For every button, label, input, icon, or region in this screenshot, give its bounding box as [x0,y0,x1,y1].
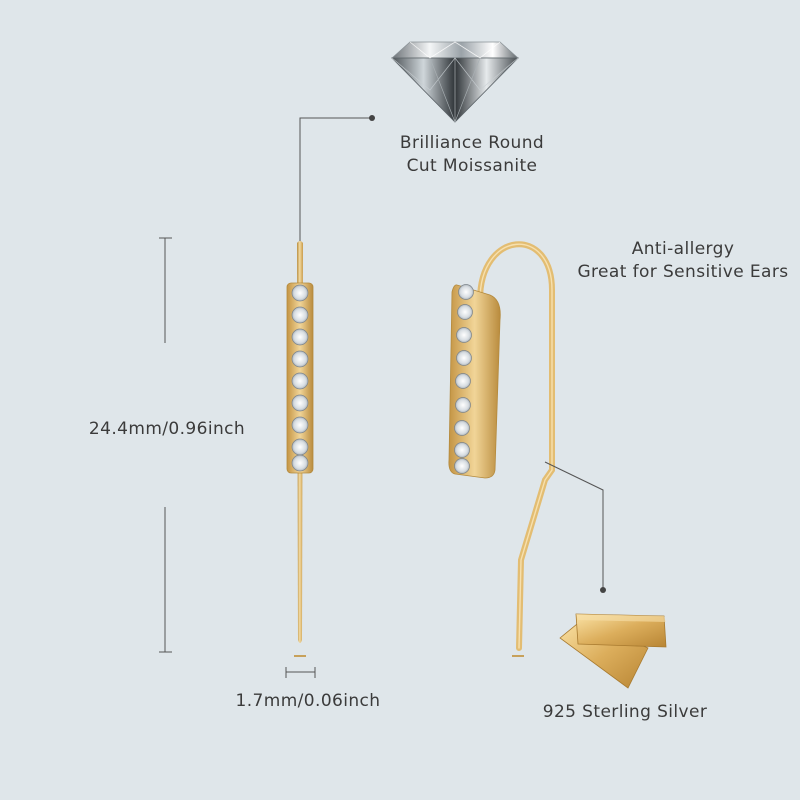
stone-feature-line1: Brilliance Round [399,133,545,153]
length-dimension-label: 24.4mm/0.96inch [88,419,246,439]
sterling-silver-plates-icon [559,613,667,689]
stone-feature-label: Brilliance Round Cut Moissanite [372,132,572,178]
side-stone-row [454,284,474,474]
earring-side-view [448,241,555,657]
metal-feature-label: 925 Sterling Silver [542,702,708,722]
stone-callout-dot [369,115,375,121]
metal-callout-line [544,461,604,588]
width-dimension-label: 1.7mm/0.06inch [235,691,381,711]
earring-front-view [286,241,314,657]
moissanite-diamond-icon [390,41,520,123]
width-dimension-bracket [285,667,316,678]
metal-callout-dot [600,587,606,593]
allergy-feature-label: Anti-allergy Great for Sensitive Ears [567,238,799,284]
stone-callout-line [299,117,370,243]
allergy-feature-line1: Anti-allergy [631,239,735,259]
length-dimension-bracket [159,237,172,653]
stone-feature-line2: Cut Moissanite [406,156,538,176]
allergy-feature-line2: Great for Sensitive Ears [577,262,789,282]
front-stone-row [291,284,309,472]
